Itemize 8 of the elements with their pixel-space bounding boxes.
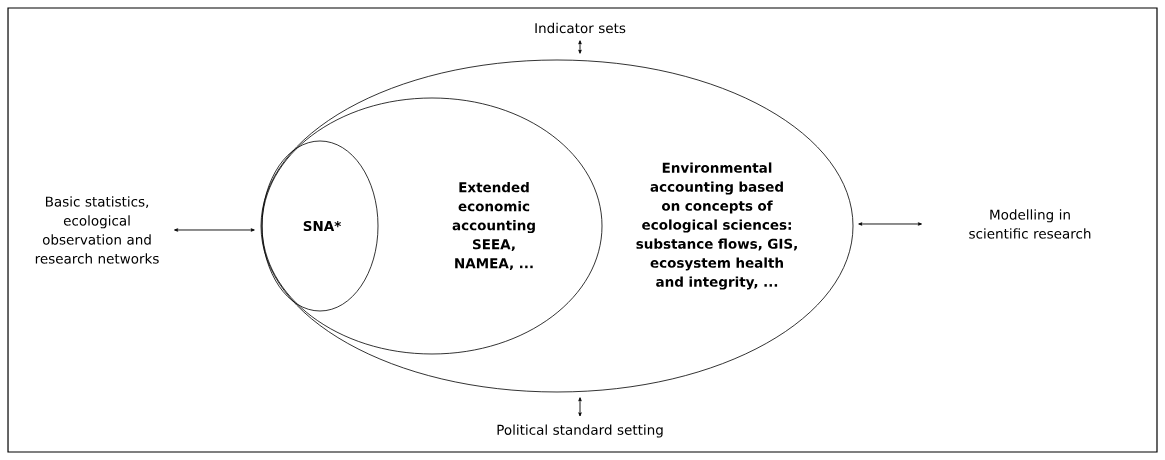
label-text: Modelling in scientific research: [969, 209, 1091, 239]
label-text: Basic statistics, ecological observation and research networks: [35, 196, 159, 264]
arrow: [858, 222, 922, 226]
label-text: Indicator sets: [535, 22, 626, 34]
label-text: Political standard setting: [497, 424, 663, 438]
arrow: [578, 397, 582, 417]
arrow: [174, 228, 255, 232]
arrow: [578, 40, 582, 54]
